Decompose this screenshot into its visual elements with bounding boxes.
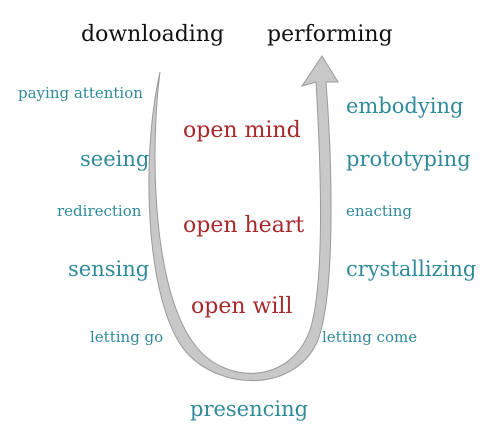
center-label-open-heart: open heart: [183, 213, 305, 238]
right-label-prototyping: prototyping: [346, 147, 471, 171]
left-label-seeing: seeing: [80, 147, 150, 171]
presencing-label: presencing: [190, 397, 309, 421]
right-label-crystallizing: crystallizing: [346, 257, 477, 281]
left-label-paying-attention: paying attention: [18, 84, 143, 102]
right-label-letting-come: letting come: [322, 328, 418, 346]
center-label-open-will: open will: [191, 294, 293, 319]
left-label-redirection: redirection: [57, 202, 142, 220]
right-label-enacting: enacting: [346, 202, 412, 220]
right-label-embodying: embodying: [346, 94, 464, 118]
left-label-sensing: sensing: [68, 257, 150, 281]
performing-label: performing: [267, 22, 393, 47]
u-arrow-band: [148, 55, 339, 381]
left-label-letting-go: letting go: [90, 328, 164, 346]
downloading-label: downloading: [81, 22, 225, 47]
center-label-open-mind: open mind: [183, 118, 301, 143]
